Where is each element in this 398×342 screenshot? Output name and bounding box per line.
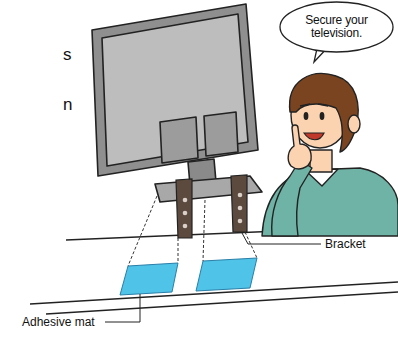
- bubble-ellipse: [280, 2, 393, 52]
- shelf: [30, 226, 398, 314]
- television: [92, 4, 262, 202]
- cut-off-text: n: [63, 96, 72, 114]
- part-label: Bracket: [325, 237, 366, 251]
- bracket-hole: [183, 193, 243, 229]
- bracket-part: [176, 175, 247, 238]
- cut-off-text: s: [63, 46, 72, 64]
- face: [300, 104, 328, 140]
- leader-line: [105, 233, 321, 322]
- part-label: Adhesive mat: [22, 315, 95, 329]
- bubble-text: Secure your television.: [302, 14, 372, 40]
- speech-bubble: Secure your television.: [279, 1, 394, 53]
- man: [262, 74, 398, 236]
- adhesive-mat: [120, 258, 257, 295]
